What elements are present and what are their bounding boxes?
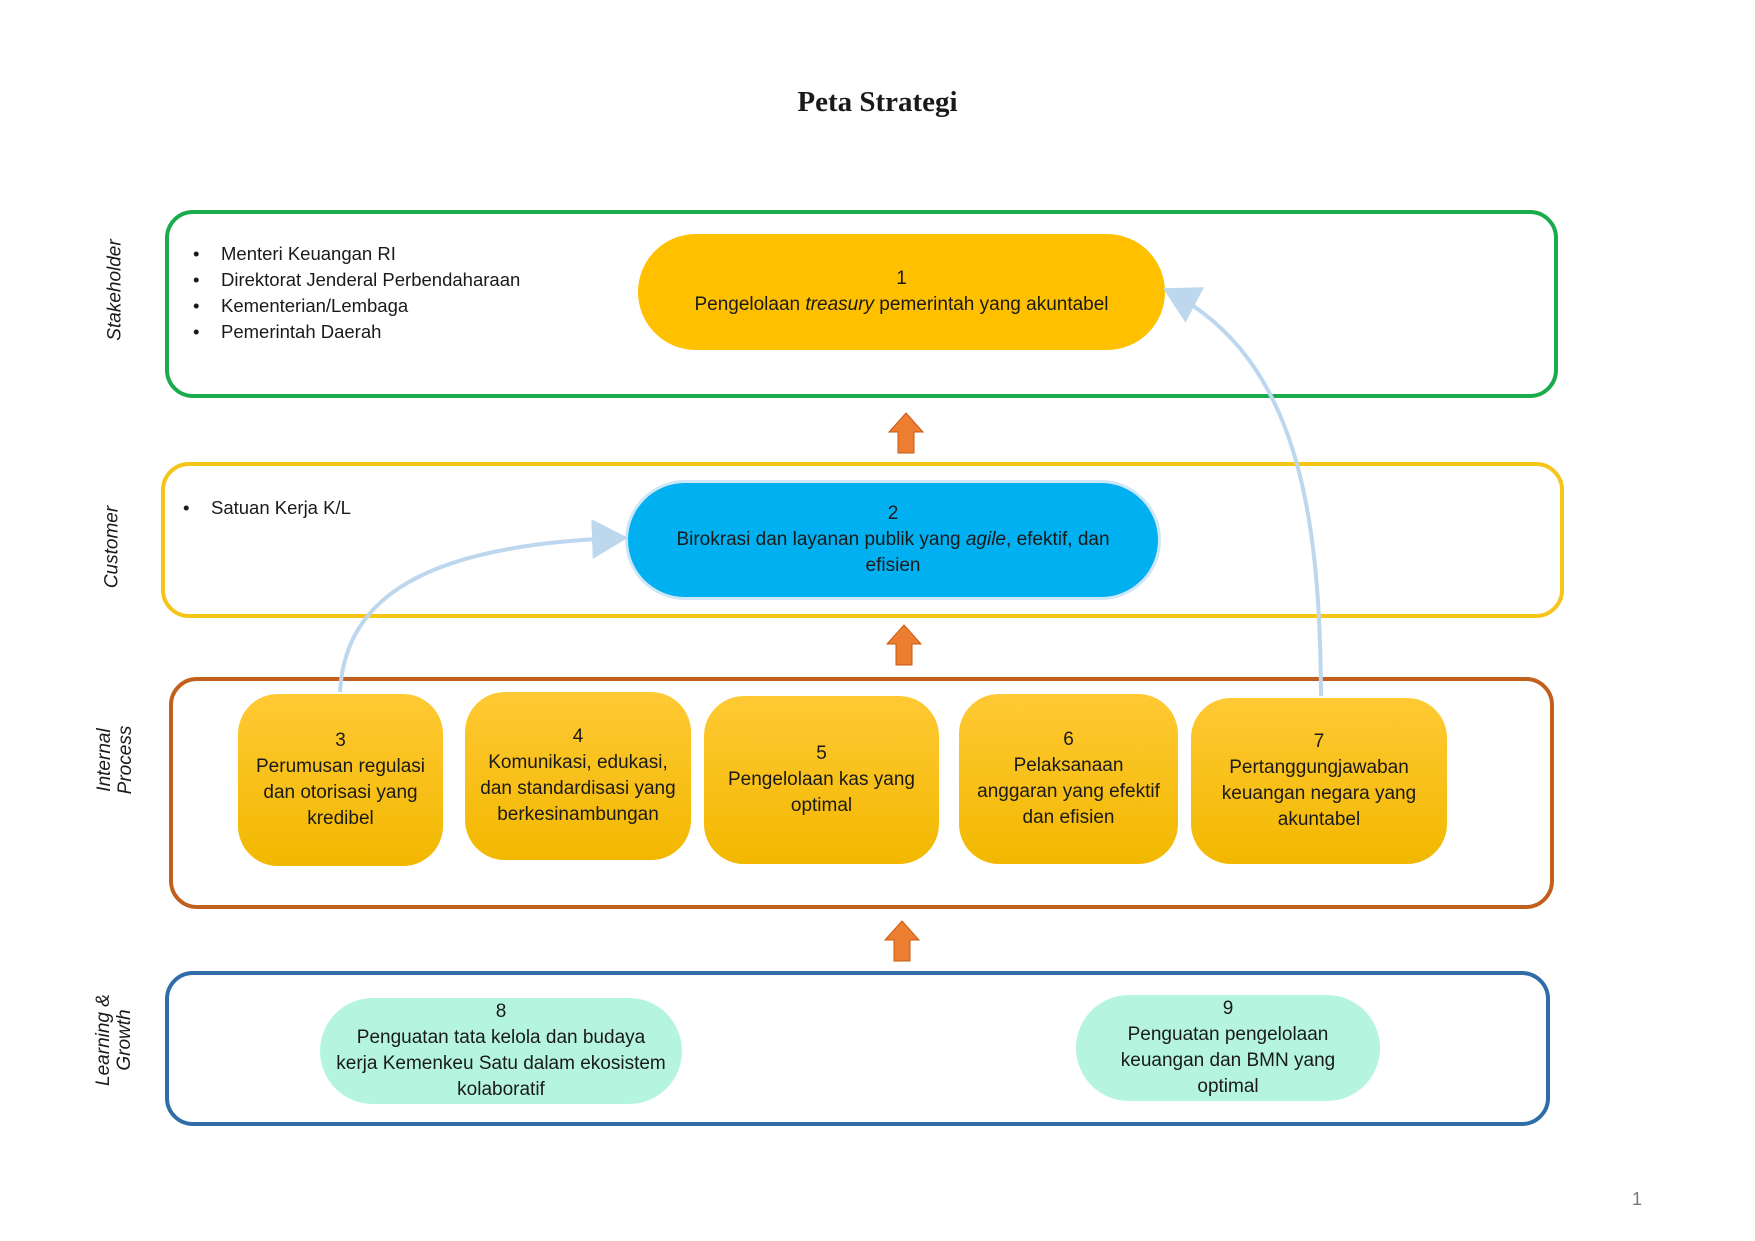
objective-6: 6 Pelaksanaan anggaran yang efektif dan … [959, 694, 1178, 864]
stakeholder-item: Kementerian/Lembaga [193, 293, 520, 319]
objective-text: Komunikasi, edukasi, dan standardisasi y… [480, 752, 676, 825]
learning-growth-lane [165, 971, 1550, 1126]
objective-number: 5 [816, 743, 827, 764]
objective-5: 5 Pengelolaan kas yang optimal [704, 696, 939, 864]
customer-list: Satuan Kerja K/L [183, 495, 351, 521]
stakeholder-item: Pemerintah Daerah [193, 319, 520, 345]
objective-number: 2 [887, 503, 899, 524]
objective-text: Pengelolaan treasury pemerintah yang aku… [694, 294, 1109, 315]
objective-text: Pertanggungjawaban keuangan negara yang … [1221, 757, 1417, 830]
page-title: Peta Strategi [797, 86, 958, 118]
learning-growth-lane-label: Learning & Growth [93, 994, 135, 1086]
objective-number: 4 [572, 726, 584, 747]
internal-process-lane-label: Internal Process [94, 725, 136, 795]
page-number: 1 [1632, 1189, 1643, 1209]
objective-9: 9 Penguatan pengelolaan keuangan dan BMN… [1076, 995, 1380, 1101]
objective-text: Penguatan pengelolaan keuangan dan BMN y… [1120, 1024, 1336, 1097]
up-arrow-icon [888, 412, 924, 454]
objective-2: 2 Birokrasi dan layanan publik yang agil… [625, 480, 1161, 600]
customer-item: Satuan Kerja K/L [183, 495, 351, 521]
objective-number: 8 [495, 1001, 507, 1022]
customer-lane [161, 462, 1564, 618]
stakeholder-item: Menteri Keuangan RI [193, 241, 520, 267]
objective-8: 8 Penguatan tata kelola dan budaya kerja… [320, 998, 682, 1104]
up-arrow-icon [886, 624, 922, 666]
objective-text: Perumusan regulasi dan otorisasi yang kr… [256, 756, 425, 829]
objective-1: 1 Pengelolaan treasury pemerintah yang a… [638, 234, 1165, 350]
stakeholder-item: Direktorat Jenderal Perbendaharaan [193, 267, 520, 293]
objective-number: 1 [896, 268, 907, 289]
stakeholder-lane [165, 210, 1558, 398]
objective-3: 3 Perumusan regulasi dan otorisasi yang … [238, 694, 443, 866]
up-arrow-icon [884, 920, 920, 962]
objective-7: 7 Pertanggungjawaban keuangan negara yan… [1191, 698, 1447, 864]
stakeholder-lane-label: Stakeholder [104, 239, 126, 341]
objective-number: 9 [1222, 998, 1234, 1019]
objective-number: 7 [1313, 731, 1325, 752]
customer-lane-label: Customer [101, 505, 123, 589]
objective-text: Pengelolaan kas yang optimal [728, 769, 915, 816]
internal-process-lane [169, 677, 1554, 909]
objective-4: 4 Komunikasi, edukasi, dan standardisasi… [465, 692, 691, 860]
objective-text: Penguatan tata kelola dan budaya kerja K… [336, 1027, 666, 1100]
objective-text: Birokrasi dan layanan publik yang agile,… [676, 529, 1110, 576]
objective-text: Pelaksanaan anggaran yang efektif dan ef… [977, 755, 1160, 828]
objective-number: 3 [335, 730, 346, 751]
stakeholder-list: Menteri Keuangan RI Direktorat Jenderal … [193, 241, 520, 345]
objective-number: 6 [1063, 729, 1074, 750]
